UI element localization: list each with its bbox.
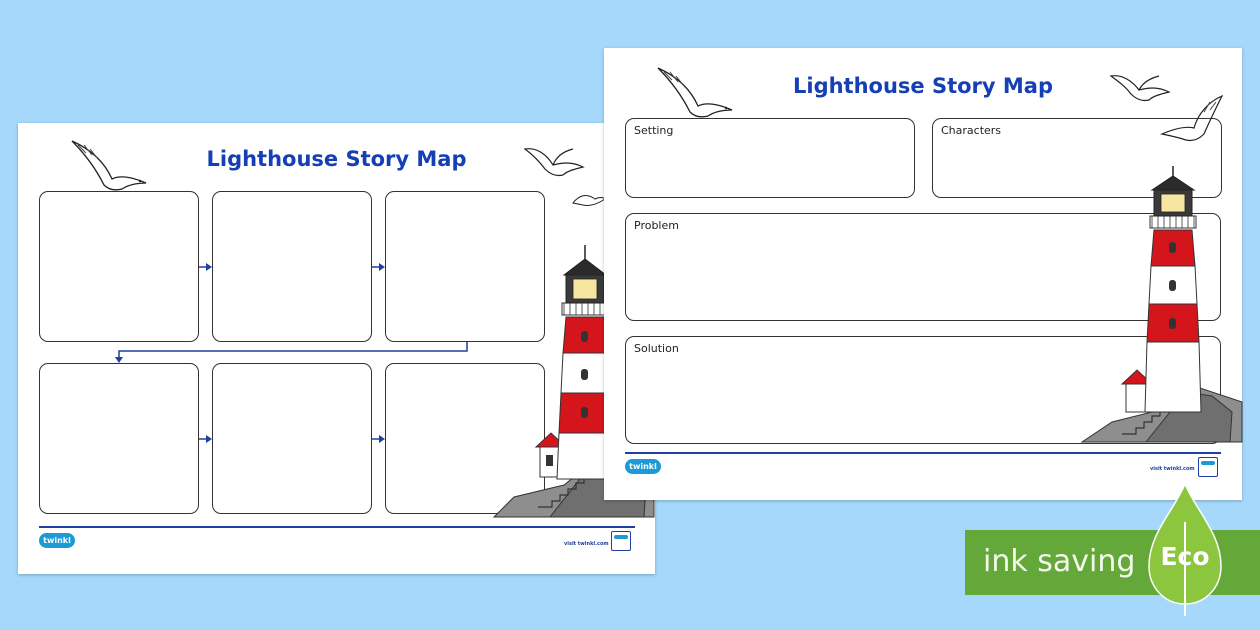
eco-drop-icon [1148,482,1222,616]
footer-badge-icon [611,531,631,551]
story-box-4[interactable] [39,363,199,514]
eco-badge-label: Eco [1160,542,1210,571]
characters-box[interactable]: Characters [932,118,1222,198]
seagull-icon [657,67,733,118]
seagull-icon [1159,94,1224,142]
setting-label: Setting [634,124,674,137]
seagull-icon [523,148,585,177]
characters-label: Characters [941,124,1002,137]
footer-rule [39,526,635,528]
seagull-icon [71,140,147,191]
footer-url: visit twinkl.com [1150,466,1195,472]
footer-badge-icon [1198,457,1218,477]
story-box-1[interactable] [39,191,199,342]
twinkl-logo-icon: twinkl [625,459,661,474]
sheet-title: Lighthouse Story Map [792,74,1054,98]
footer-url: visit twinkl.com [564,541,609,547]
sheet-title: Lighthouse Story Map [206,147,467,171]
solution-label: Solution [634,342,679,355]
problem-box[interactable]: Problem [625,213,1221,321]
story-box-5[interactable] [212,363,372,514]
story-map-sheet-elements: Lighthouse Story Map Setting Characters … [604,48,1243,500]
footer-rule [625,452,1221,454]
problem-label: Problem [634,219,679,232]
flow-arrows [115,263,468,443]
ink-saving-label: ink saving [983,544,1136,579]
seagull-icon [572,195,606,206]
seagull-icon [1109,75,1171,102]
story-box-3[interactable] [385,191,545,342]
setting-box[interactable]: Setting [625,118,915,198]
story-box-2[interactable] [212,191,372,342]
solution-box[interactable]: Solution [625,336,1221,444]
story-map-sheet-flow: Lighthouse Story Map [18,123,655,574]
lighthouse-illustration [1080,166,1243,443]
twinkl-logo-icon: twinkl [39,533,75,548]
